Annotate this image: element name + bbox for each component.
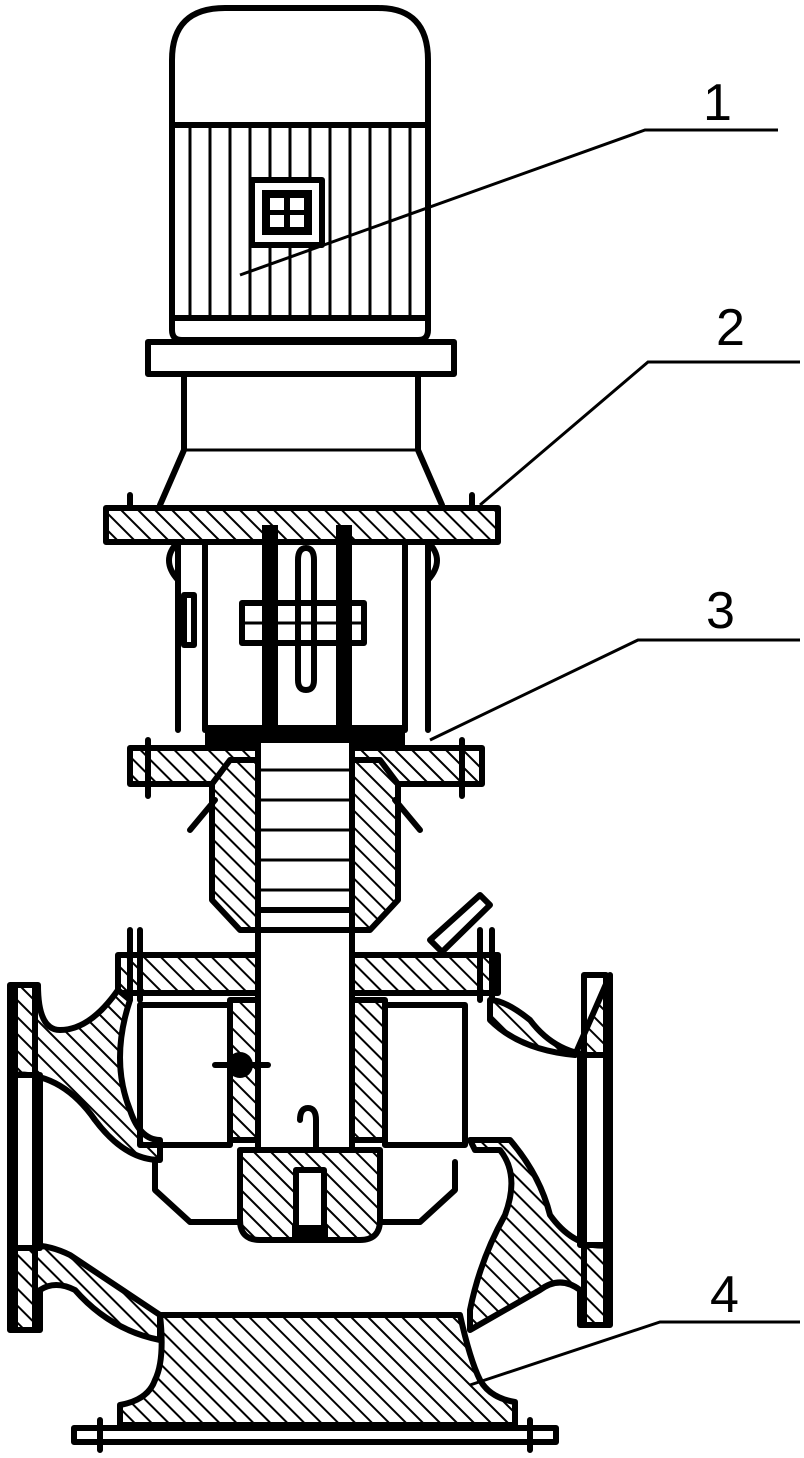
callout-4-label: 4: [710, 1266, 739, 1324]
callout-4: 4: [469, 1266, 800, 1387]
motor: [145, 5, 457, 508]
callout-3: 3: [429, 582, 800, 742]
shaft-coupling: [239, 545, 367, 693]
motor-nameplate: [249, 177, 325, 248]
callout-1: 1: [239, 74, 778, 277]
callout-1-label: 1: [703, 74, 732, 132]
callout-2-label: 2: [716, 299, 745, 357]
pump-casing: [7, 927, 613, 1453]
seal-housing: [187, 725, 493, 955]
callout-3-label: 3: [706, 582, 735, 640]
callout-2: 2: [479, 299, 800, 507]
